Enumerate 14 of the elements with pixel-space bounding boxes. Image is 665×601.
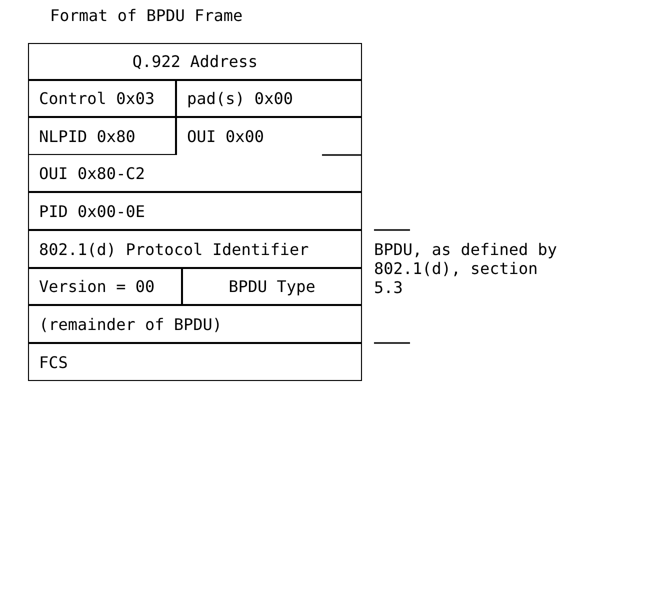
- field-cell: BPDU Type: [182, 268, 362, 305]
- field-cell: Q.922 Address: [28, 43, 362, 80]
- field-cell: NLPID 0x80: [28, 117, 176, 155]
- field-cell: (remainder of BPDU): [28, 305, 362, 343]
- field-cell: PID 0x00-0E: [28, 192, 362, 230]
- field-cell: Version = 00: [28, 268, 182, 305]
- field-cell: 802.1(d) Protocol Identifier: [28, 230, 362, 268]
- field-cell: FCS: [28, 343, 362, 381]
- field-cell: Control 0x03: [28, 80, 176, 117]
- field-cell: OUI 0x00: [176, 117, 362, 155]
- annotation-text: BPDU, as defined by 802.1(d), section 5.3: [374, 240, 558, 297]
- field-cell: pad(s) 0x00: [176, 80, 362, 117]
- field-cell: OUI 0x80-C2: [28, 155, 362, 192]
- diagram-title: Format of BPDU Frame: [50, 6, 243, 25]
